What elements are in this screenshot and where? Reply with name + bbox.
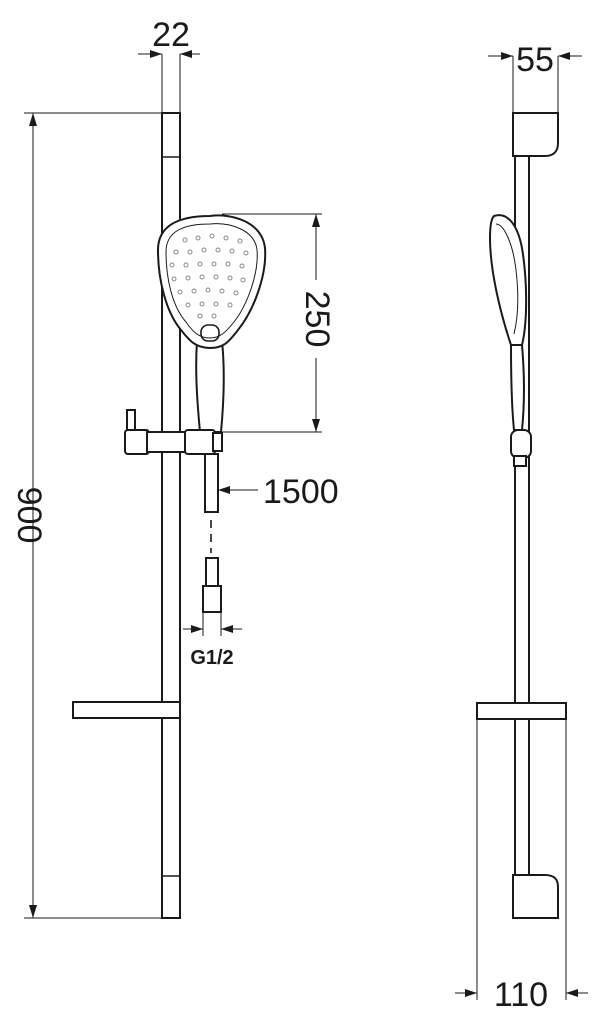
side-view: 55 110 — [455, 41, 588, 1014]
side-shower-head — [488, 214, 528, 431]
hose-length-label: 1500 — [263, 473, 339, 511]
side-top-bracket — [512, 112, 559, 157]
front-view: 22 900 250 1500 — [10, 16, 339, 919]
side-depth-label: 55 — [516, 41, 554, 79]
soap-dish-depth-label: 110 — [494, 976, 548, 1014]
dim-connection: G1/2 — [183, 612, 242, 669]
nozzle-pattern — [169, 233, 249, 319]
dim-side-depth: 55 — [488, 41, 582, 113]
spray-mode-button — [200, 324, 220, 342]
front-slider-bracket — [124, 409, 223, 455]
front-shower-head — [156, 214, 267, 350]
front-hose — [202, 453, 222, 613]
side-bottom-bracket — [512, 874, 559, 919]
rail-width-label: 22 — [152, 16, 190, 54]
dim-rail-height: 900 — [10, 112, 162, 919]
front-handle — [195, 340, 225, 433]
head-height-label: 250 — [298, 291, 336, 348]
dim-soap-dish-depth: 110 — [455, 719, 588, 1014]
dim-rail-width: 22 — [138, 16, 200, 113]
dim-hose-length: 1500 — [218, 473, 339, 511]
front-soap-dish — [72, 701, 181, 719]
rail-height-label: 900 — [10, 487, 48, 544]
connection-label: G1/2 — [190, 647, 233, 669]
side-slider — [510, 429, 532, 467]
dim-head-height: 250 — [222, 213, 336, 433]
side-soap-dish — [476, 702, 567, 720]
